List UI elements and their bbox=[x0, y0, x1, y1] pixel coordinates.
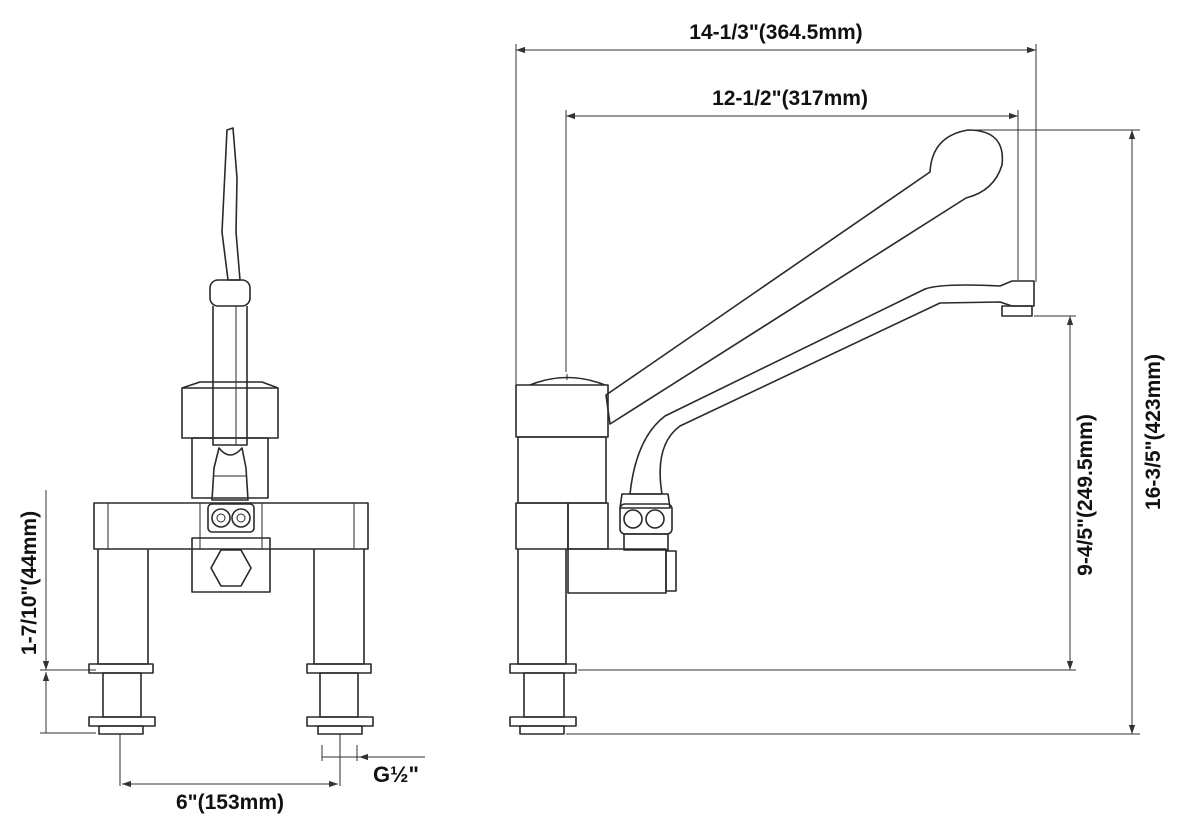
front-swivel-joint bbox=[207, 447, 255, 533]
front-lever-handle bbox=[209, 127, 251, 446]
spout-height-dimension bbox=[578, 315, 1076, 671]
side-body-lower bbox=[509, 502, 677, 674]
overall-height-dimension bbox=[566, 129, 1140, 735]
spout-reach-label: 12-1/2"(317mm) bbox=[712, 87, 868, 110]
side-spout bbox=[629, 280, 1035, 495]
side-threaded-shank bbox=[509, 672, 577, 735]
front-cartridge-body bbox=[181, 381, 279, 499]
front-legs bbox=[88, 549, 372, 674]
side-lever-handle bbox=[529, 129, 1004, 425]
center-distance-label: 6"(153mm) bbox=[176, 791, 284, 814]
front-view bbox=[88, 127, 374, 786]
side-cartridge-body bbox=[515, 384, 609, 504]
overall-height-label: 16-3/5"(423mm) bbox=[1142, 354, 1165, 510]
overall-reach-dimension bbox=[515, 44, 1037, 385]
spout-reach-dimension bbox=[565, 110, 1019, 372]
thread-size-label: G½" bbox=[373, 762, 419, 787]
thread-size-callout bbox=[321, 745, 425, 761]
spout-height-label: 9-4/5"(249.5mm) bbox=[1074, 414, 1097, 576]
side-swivel-joint bbox=[619, 493, 673, 551]
front-horizontal-body bbox=[93, 502, 369, 593]
front-threaded-shanks bbox=[88, 672, 374, 786]
base-height-dimension bbox=[40, 490, 96, 734]
overall-reach-label: 14-1/3"(364.5mm) bbox=[689, 21, 862, 44]
side-view bbox=[509, 129, 1035, 735]
base-height-label: 1-7/10"(44mm) bbox=[18, 511, 41, 655]
